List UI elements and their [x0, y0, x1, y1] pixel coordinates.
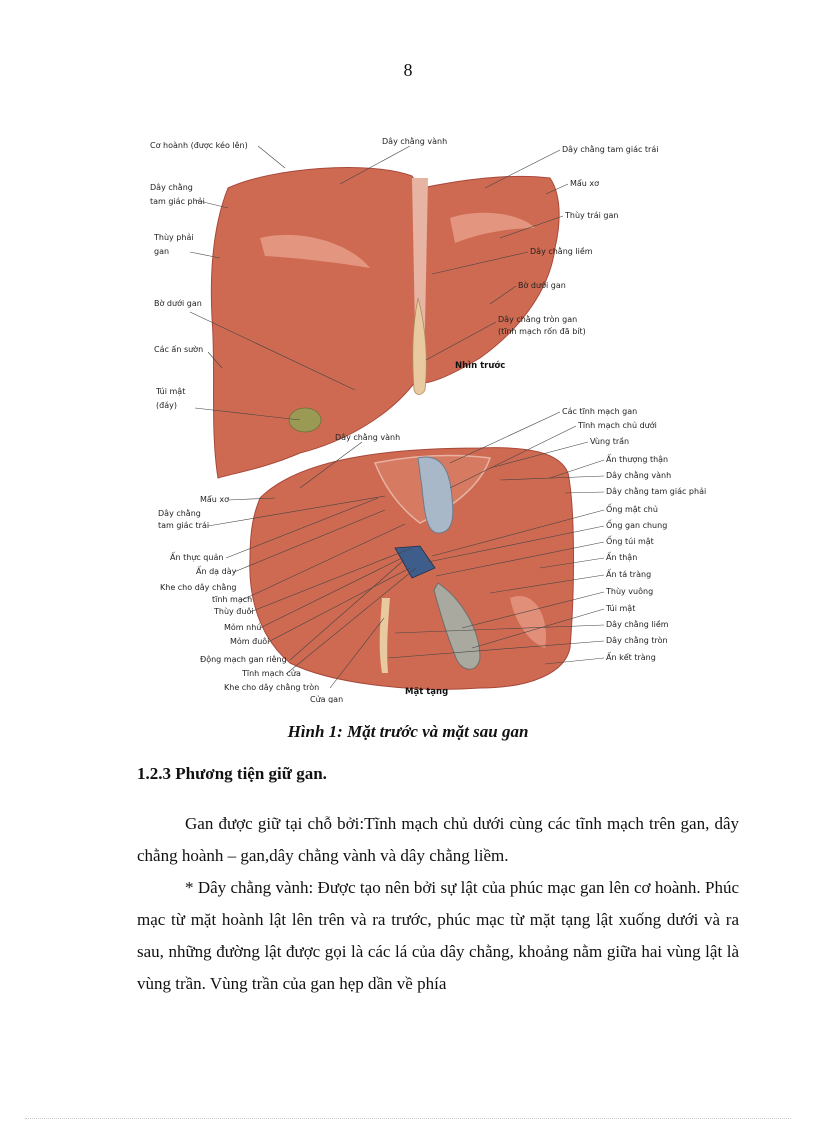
label: Bờ dưới gan	[518, 280, 566, 290]
label: Ấn thượng thận	[606, 453, 668, 465]
label: Dây chằng vành	[382, 136, 447, 146]
label: Dây chằng vành	[335, 432, 400, 442]
label: Ống gan chung	[606, 518, 667, 530]
label: Thùy đuôi	[213, 606, 254, 616]
footer-divider	[25, 1118, 791, 1119]
label: Ấn dạ dày	[196, 565, 237, 577]
section-heading: 1.2.3 Phương tiện giữ gan.	[137, 764, 327, 783]
front-labels: Cơ hoành (được kéo lên) Dây chằng tam gi…	[150, 136, 658, 421]
label: Ấn kết tràng	[606, 651, 656, 662]
label: Vùng trần	[590, 436, 629, 446]
label: Ấn thận	[606, 551, 637, 563]
label: Ấn tá tràng	[606, 568, 651, 579]
label: Ống mật chủ	[606, 502, 658, 515]
label: Mẩu xơ	[200, 494, 229, 504]
label: Các tĩnh mạch gan	[562, 407, 637, 417]
label: Thùy phải	[153, 232, 194, 242]
label: Dây chằng vành	[606, 470, 671, 480]
label: Động mạch gan riêng	[200, 654, 287, 665]
label: Khe cho dây chằng tròn	[224, 682, 319, 692]
liver-figure: Cơ hoành (được kéo lên) Dây chằng tam gi…	[150, 128, 720, 703]
label: tam giác phải	[150, 196, 205, 206]
label: Bờ dưới gan	[154, 298, 202, 308]
label: Túi mật	[605, 604, 635, 614]
highlight-front-2	[450, 212, 535, 243]
right-lobe-front	[210, 166, 421, 479]
label: Tĩnh mạch chủ dưới	[577, 420, 657, 431]
round-ligament-front	[412, 297, 427, 395]
label: Dây chằng	[158, 508, 201, 518]
label: Dây chằng tam giác phải	[606, 486, 706, 496]
figure-caption: Hình 1: Mặt trước và mặt sau gan	[287, 722, 529, 741]
label: Các ấn sườn	[154, 344, 203, 354]
label: Cửa gan	[310, 694, 343, 703]
label: Tĩnh mạch cửa	[241, 668, 301, 679]
label: Thùy vuông	[605, 586, 653, 596]
leader-lines-back	[207, 411, 605, 689]
portal-structures	[394, 545, 436, 579]
label: Dây chằng liềm	[606, 619, 669, 629]
label: Mỏm nhú	[224, 622, 261, 632]
label: Dây chằng liềm	[530, 246, 593, 256]
label: Dây chằng	[150, 182, 193, 192]
liver-illustration: Cơ hoành (được kéo lên) Dây chằng tam gi…	[150, 136, 706, 703]
left-lobe-front	[421, 175, 560, 384]
label: Dây chằng tròn	[606, 635, 668, 645]
round-ligament-back	[379, 598, 390, 673]
paragraph: * Dây chằng vành: Được tạo nên bởi sự lậ…	[137, 878, 739, 993]
label: gan	[154, 247, 169, 256]
view-label-front: Nhìn trước	[455, 360, 505, 371]
label: (đáy)	[156, 401, 177, 410]
back-view	[249, 447, 575, 690]
label: Cơ hoành (được kéo lên)	[150, 140, 248, 150]
paragraph: Gan được giữ tại chỗ bởi:Tĩnh mạch chủ d…	[137, 814, 739, 865]
leader-lines-front	[189, 145, 569, 421]
label: Dây chằng tròn gan	[498, 314, 577, 324]
gallbladder-back	[433, 582, 481, 670]
front-view	[210, 166, 560, 479]
label: tĩnh mạch	[212, 595, 252, 605]
back-labels: Dây chằng vành Mẩu xơ Dây chằng tam giác…	[158, 407, 706, 703]
inferior-vena-cava	[417, 456, 454, 534]
label: tam giác trái	[158, 521, 209, 530]
label: (tĩnh mạch rốn đã bít)	[498, 326, 586, 337]
view-label-back: Mặt tạng	[405, 687, 448, 697]
label: Mẩu xơ	[570, 178, 599, 188]
label: Ấn thực quản	[170, 551, 223, 563]
gallbladder-front	[288, 407, 322, 433]
label: Ống túi mật	[606, 534, 654, 547]
label: Mỏm đuôi	[230, 636, 269, 646]
label: Thùy trái gan	[564, 211, 618, 220]
page-number: 8	[403, 60, 413, 80]
label: Dây chằng tam giác trái	[562, 144, 658, 154]
label: Khe cho dây chằng	[160, 582, 236, 592]
label: Túi mật	[155, 387, 185, 397]
highlight-front	[260, 234, 370, 268]
